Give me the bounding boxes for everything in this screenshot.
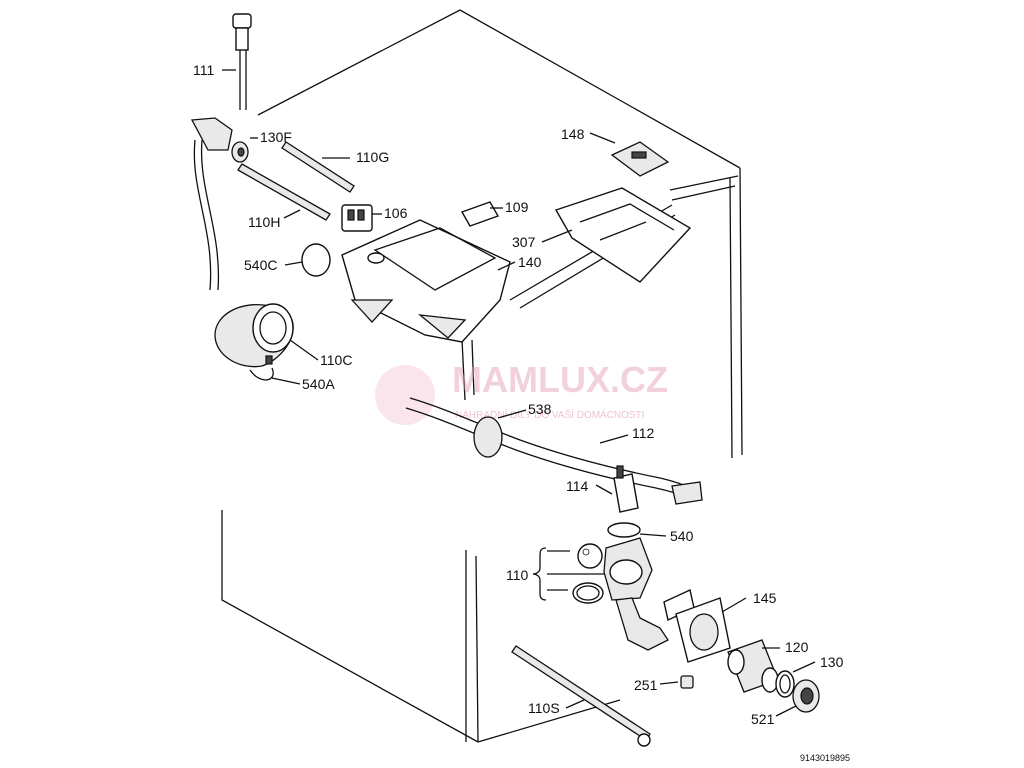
label-251: 251	[634, 677, 658, 693]
label-110c: 110C	[320, 352, 352, 368]
label-110g: 110G	[356, 149, 389, 165]
label-109: 109	[505, 199, 529, 215]
leader-307	[541, 229, 573, 243]
leader-540a	[271, 377, 301, 385]
leader-148	[589, 132, 616, 144]
label-538: 538	[528, 401, 552, 417]
part-538-grommet	[473, 416, 503, 458]
part-145-filter-housing	[675, 597, 731, 663]
label-148: 148	[561, 126, 585, 142]
part-148-cap	[610, 141, 670, 177]
label-540a: 540A	[302, 376, 335, 392]
leader-114	[595, 484, 613, 495]
label-106: 106	[384, 205, 408, 221]
part-540a-clamp	[249, 355, 274, 381]
leader-251	[659, 681, 679, 685]
watermark: MAMLUX.CZ NÁHRADNÍ DÍLY DO VAŠÍ DOMÁCNOS…	[375, 359, 668, 425]
part-130f-ring	[231, 141, 249, 163]
part-130-ring	[775, 670, 795, 698]
leader-130	[792, 661, 816, 673]
label-110: 110	[506, 567, 529, 583]
bracket-110	[532, 547, 610, 601]
watermark-brand: MAMLUX.CZ	[452, 359, 668, 400]
leader-110c	[289, 339, 319, 361]
watermark-mascot	[375, 365, 435, 425]
label-111: 111	[193, 62, 214, 78]
label-145: 145	[753, 590, 777, 606]
part-251-plug	[680, 675, 694, 689]
label-110h: 110H	[248, 214, 280, 230]
label-112: 112	[632, 425, 655, 441]
part-110-ring	[572, 582, 604, 604]
part-307-detergent-drawer	[554, 187, 692, 283]
label-114: 114	[566, 478, 589, 494]
part-110c-bellows	[214, 303, 294, 368]
part-114-connector	[613, 465, 639, 513]
leader-110h	[283, 209, 301, 219]
label-307: 307	[512, 234, 536, 250]
part-110-ball	[577, 543, 603, 569]
part-540c-clamp	[301, 243, 331, 277]
part-106-valve	[341, 204, 373, 232]
leader-112	[599, 434, 629, 444]
part-110s-hose	[511, 645, 651, 747]
label-540: 540	[670, 528, 694, 544]
part-112-drain-hose	[405, 397, 703, 505]
label-521: 521	[751, 711, 775, 727]
part-120-filter	[727, 639, 779, 693]
label-140: 140	[518, 254, 542, 270]
leader-540	[639, 533, 667, 537]
label-130f: 130F	[260, 129, 292, 145]
label-120: 120	[785, 639, 809, 655]
part-pump-body	[603, 537, 695, 651]
part-110g-hose	[281, 141, 355, 193]
part-109	[460, 201, 500, 227]
watermark-tagline: NÁHRADNÍ DÍLY DO VAŠÍ DOMÁCNOSTI	[455, 408, 644, 421]
label-130: 130	[820, 654, 844, 670]
part-140-dispenser-housing	[341, 219, 511, 343]
leader-140	[497, 261, 516, 271]
leader-110s	[565, 699, 585, 709]
part-521-cap	[792, 679, 820, 713]
part-540-clamp	[607, 522, 641, 538]
part-111-inlet-hose	[232, 13, 252, 110]
part-inlet-elbow-hose	[190, 117, 233, 291]
leader-538	[497, 409, 527, 419]
leader-540c	[284, 261, 303, 266]
leader-521	[775, 705, 797, 717]
part-110h-hose	[237, 163, 331, 221]
leader-145	[721, 597, 747, 613]
label-110s: 110S	[528, 700, 560, 716]
label-540c: 540C	[244, 257, 277, 273]
document-number: 9143019895	[800, 753, 850, 763]
